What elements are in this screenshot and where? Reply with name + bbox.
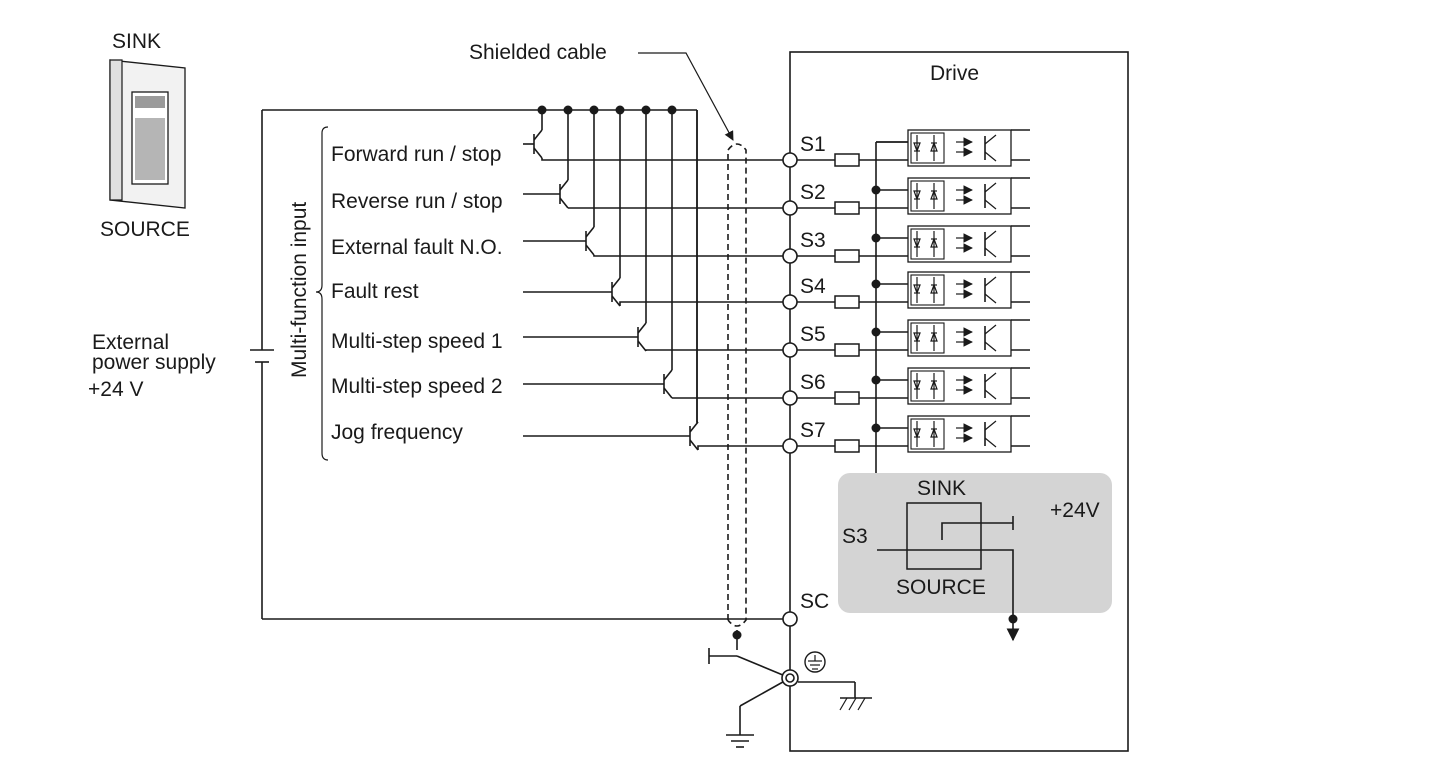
multi-function-input-label: Multi-function input	[288, 202, 311, 378]
input-row-s3: External fault N.O. S3	[331, 110, 1030, 264]
transistor-icon	[533, 129, 543, 159]
input-group-brace	[315, 126, 329, 461]
input-row-s6: Multi-step speed 2 S6	[331, 110, 1030, 406]
protective-earth-icon	[804, 651, 826, 673]
selector-s3-label: S3	[842, 525, 868, 548]
shielded-cable-pointer	[638, 52, 734, 141]
photocoupler-icon	[907, 177, 1030, 215]
terminal-s6	[782, 390, 798, 406]
terminal-s7	[782, 438, 798, 454]
external-supply-line3: +24 V	[88, 378, 143, 401]
resistor-icon	[834, 391, 860, 405]
input-row-s2: Reverse run / stop S2	[331, 110, 1030, 216]
terminal-label: S1	[800, 133, 826, 156]
input-function-label: Jog frequency	[331, 421, 463, 444]
input-function-label: Multi-step speed 1	[331, 330, 503, 353]
photocoupler-icon	[907, 367, 1030, 405]
terminal-s3	[782, 248, 798, 264]
switch-sink-label: SINK	[112, 30, 161, 53]
resistor-icon	[834, 153, 860, 167]
sink-source-selector-panel: SINK +24V S3 SOURCE	[838, 473, 1112, 642]
terminal-label: S4	[800, 275, 826, 298]
resistor-icon	[834, 295, 860, 309]
input-function-label: External fault N.O.	[331, 236, 503, 259]
input-function-label: Forward run / stop	[331, 143, 501, 166]
terminal-s2	[782, 200, 798, 216]
input-row-s1: Forward run / stop S1	[331, 110, 1030, 168]
resistor-icon	[834, 201, 860, 215]
drive-label: Drive	[930, 62, 979, 85]
input-row-s5: Multi-step speed 1 S5	[331, 110, 1030, 358]
switch-source-label: SOURCE	[100, 218, 190, 241]
terminal-label: S3	[800, 229, 826, 252]
sink-source-switch-graphic: SINK SOURCE	[100, 30, 190, 241]
selector-switch-box	[906, 502, 982, 570]
photocoupler-icon	[907, 271, 1030, 309]
selector-sink-label: SINK	[917, 477, 966, 500]
terminal-s1	[782, 152, 798, 168]
terminal-s5	[782, 342, 798, 358]
sc-terminal-label: SC	[800, 590, 829, 613]
resistor-icon	[834, 439, 860, 453]
photocoupler-icon	[907, 319, 1030, 357]
chassis-ground-icon	[839, 697, 872, 711]
ground-wiring	[708, 648, 872, 748]
terminal-label: S2	[800, 181, 826, 204]
transistor-icon	[559, 179, 569, 209]
shielded-cable	[727, 143, 747, 650]
photocoupler-icon	[907, 129, 1030, 167]
external-power-supply: External power supply +24 V	[88, 109, 790, 620]
terminal-label: S5	[800, 323, 826, 346]
ground-icon	[726, 734, 754, 748]
terminal-label: S7	[800, 419, 826, 442]
transistor-icon	[611, 277, 621, 307]
transistor-icon	[585, 226, 595, 256]
photocoupler-icon	[907, 225, 1030, 263]
terminal-label: S6	[800, 371, 826, 394]
shielded-cable-label: Shielded cable	[469, 41, 607, 64]
selector-source-label: SOURCE	[896, 576, 986, 599]
input-function-label: Fault rest	[331, 280, 419, 303]
resistor-icon	[834, 343, 860, 357]
terminal-s4	[782, 294, 798, 310]
resistor-icon	[834, 249, 860, 263]
transistor-icon	[663, 369, 673, 399]
external-supply-line1: External	[92, 331, 169, 354]
photocoupler-icon	[907, 415, 1030, 453]
input-function-label: Reverse run / stop	[331, 190, 503, 213]
external-supply-line2: power supply	[92, 351, 216, 374]
selector-plus24-label: +24V	[1050, 499, 1100, 522]
sc-terminal	[782, 611, 798, 627]
input-row-s4: Fault rest S4	[331, 110, 1030, 310]
transistor-icon	[637, 322, 647, 352]
transistor-icon	[689, 421, 699, 451]
input-function-label: Multi-step speed 2	[331, 375, 503, 398]
